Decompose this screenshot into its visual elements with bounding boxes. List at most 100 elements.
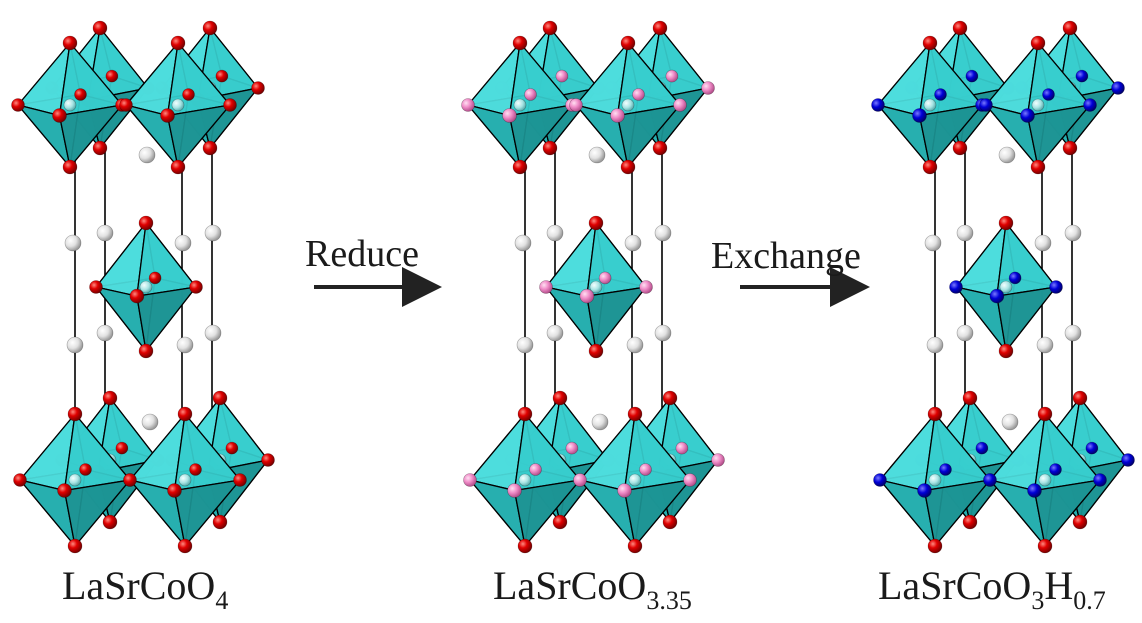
- apical-oxygen: [212, 514, 228, 530]
- la-sr-atom: [924, 234, 942, 252]
- equatorial-anion: [573, 473, 587, 487]
- equatorial-anion: [251, 81, 265, 95]
- cobalt-atom: [923, 98, 937, 112]
- equatorial-anion: [871, 98, 885, 112]
- formula-lasrcoo3-35: LaSrCoO3.35: [493, 562, 692, 616]
- equatorial-anion: [579, 288, 595, 304]
- structure-lasrcoo3h0-7: [871, 20, 1135, 554]
- equatorial-anion: [1075, 69, 1089, 83]
- la-sr-atom: [654, 224, 672, 242]
- equatorial-anion: [965, 69, 979, 83]
- equatorial-anion: [189, 280, 203, 294]
- apical-oxygen: [962, 390, 978, 406]
- la-sr-atom: [514, 234, 532, 252]
- octahedron-face: [623, 479, 691, 547]
- apical-oxygen: [922, 35, 938, 51]
- apical-oxygen: [652, 20, 668, 36]
- reduce-label: Reduce: [305, 233, 419, 275]
- equatorial-anion: [617, 483, 632, 498]
- la-sr-atom: [138, 146, 156, 164]
- equatorial-anion: [167, 483, 182, 498]
- la-sr-atom: [588, 146, 606, 164]
- la-sr-atom: [1001, 413, 1019, 431]
- la-sr-atom: [176, 336, 194, 354]
- cobalt-atom: [63, 98, 77, 112]
- equatorial-anion: [1008, 271, 1022, 285]
- la-sr-atom: [204, 224, 222, 242]
- equatorial-anion: [665, 69, 679, 83]
- cobalt-atom: [1031, 98, 1045, 112]
- equatorial-anion: [975, 441, 989, 455]
- apical-oxygen: [202, 20, 218, 36]
- octahedron-face: [58, 104, 123, 168]
- apical-oxygen: [517, 538, 533, 554]
- equatorial-anion: [507, 483, 522, 498]
- equatorial-anion: [182, 88, 195, 101]
- apical-oxygen: [927, 538, 943, 554]
- apical-oxygen: [1037, 538, 1053, 554]
- equatorial-anion: [675, 441, 689, 455]
- equatorial-anion: [123, 473, 137, 487]
- la-sr-atom: [926, 336, 944, 354]
- apical-oxygen: [212, 390, 228, 406]
- equatorial-anion: [983, 473, 997, 487]
- equatorial-anion: [1049, 280, 1063, 294]
- apical-oxygen: [92, 20, 108, 36]
- cobalt-atom: [999, 280, 1013, 294]
- equatorial-anion: [989, 288, 1005, 304]
- formula-subscript: 3: [1031, 586, 1045, 615]
- la-sr-atom: [956, 324, 974, 342]
- apical-oxygen: [627, 538, 643, 554]
- equatorial-anion: [949, 280, 963, 294]
- la-sr-atom: [1034, 234, 1052, 252]
- formula-base: LaSrCoO: [878, 563, 1032, 608]
- equatorial-anion: [639, 280, 653, 294]
- equatorial-anion: [463, 473, 477, 487]
- formula-subscript: 0.7: [1073, 586, 1106, 615]
- equatorial-anion: [52, 108, 67, 123]
- equatorial-anion: [105, 69, 119, 83]
- octahedron-face: [923, 479, 991, 547]
- apical-oxygen: [138, 215, 154, 231]
- la-sr-atom: [96, 224, 114, 242]
- equatorial-anion: [639, 463, 652, 476]
- apical-oxygen: [1030, 159, 1046, 175]
- equatorial-anion: [223, 98, 237, 112]
- equatorial-anion: [917, 483, 932, 498]
- apical-oxygen: [92, 140, 108, 156]
- apical-oxygen: [177, 538, 193, 554]
- equatorial-anion: [934, 88, 947, 101]
- equatorial-anion: [632, 88, 645, 101]
- formula-subscript: 3.35: [646, 586, 692, 615]
- equatorial-anion: [11, 98, 25, 112]
- equatorial-anion: [1042, 88, 1055, 101]
- apical-oxygen: [1062, 20, 1078, 36]
- la-sr-atom: [96, 324, 114, 342]
- cobalt-atom: [68, 473, 82, 487]
- la-sr-atom: [654, 324, 672, 342]
- equatorial-anion: [148, 271, 162, 285]
- apical-oxygen: [512, 159, 528, 175]
- equatorial-anion: [539, 280, 553, 294]
- equatorial-anion: [461, 98, 475, 112]
- apical-oxygen: [998, 215, 1014, 231]
- equatorial-anion: [115, 441, 129, 455]
- formula-subscript: 4: [215, 586, 229, 615]
- apical-oxygen: [1072, 390, 1088, 406]
- apical-oxygen: [652, 140, 668, 156]
- la-sr-atom: [624, 234, 642, 252]
- apical-oxygen: [962, 514, 978, 530]
- apical-oxygen: [512, 35, 528, 51]
- apical-oxygen: [102, 390, 118, 406]
- apical-oxygen: [202, 140, 218, 156]
- cobalt-atom: [171, 98, 185, 112]
- formula-lasrcoo3h0-7: LaSrCoO3H0.7: [878, 562, 1106, 616]
- equatorial-anion: [160, 108, 175, 123]
- la-sr-atom: [591, 413, 609, 431]
- apical-oxygen: [952, 140, 968, 156]
- equatorial-anion: [502, 108, 517, 123]
- apical-oxygen: [177, 406, 193, 422]
- apical-oxygen: [1062, 140, 1078, 156]
- equatorial-anion: [683, 473, 697, 487]
